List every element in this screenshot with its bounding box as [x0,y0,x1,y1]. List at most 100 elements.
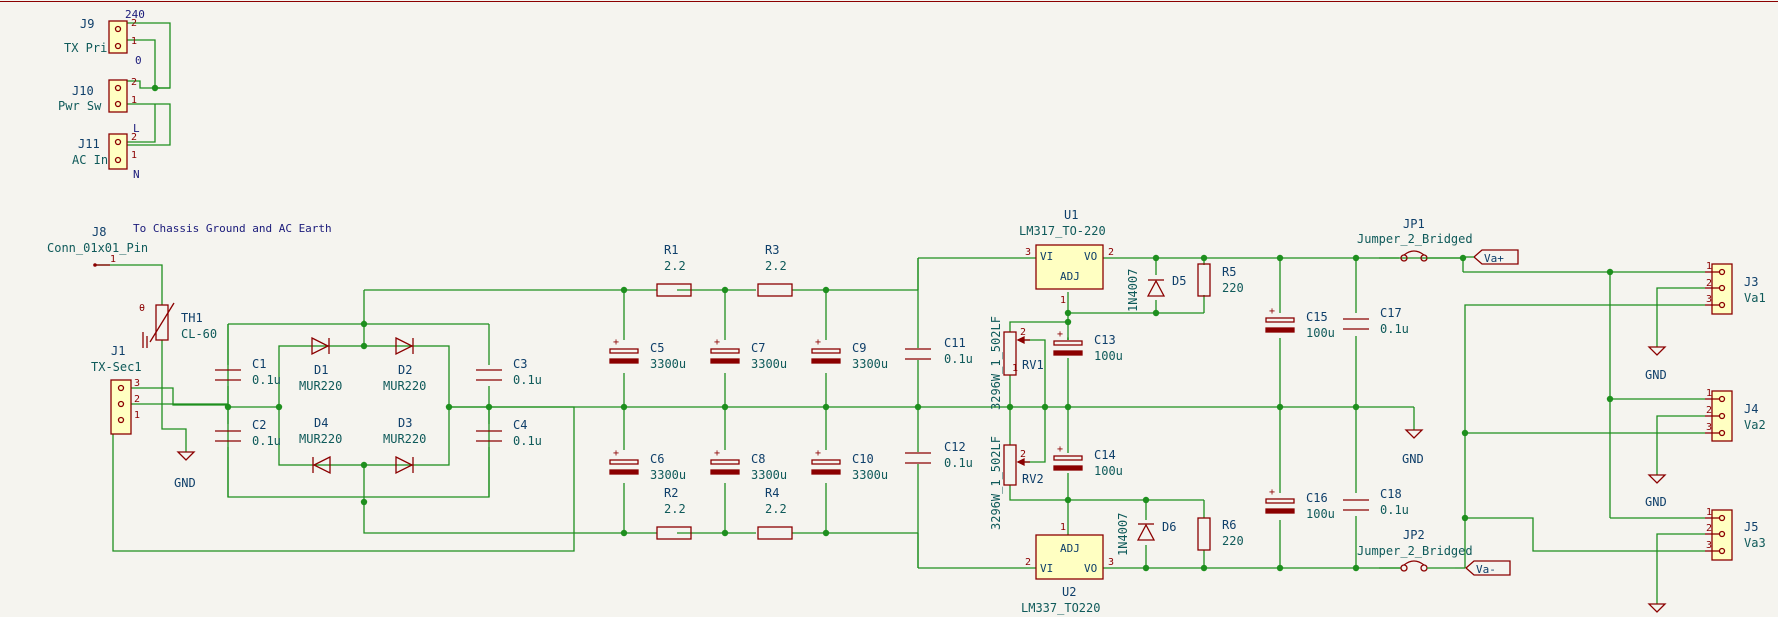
resistor-r2[interactable]: R22.2 [656,486,692,540]
j5-value: Va3 [1744,536,1766,550]
connector-j1[interactable]: 3 2 1 J1 TX-Sec1 [91,344,142,435]
rv2-value: 3296W_1_502LF [989,436,1003,530]
gnd-symbol: GND [174,451,196,490]
net-l: L [133,122,140,135]
gnd-label: GND [1645,495,1667,509]
rv1-value: 3296W_1_502LF [989,316,1003,410]
cap-c12[interactable]: C12 0.1u [905,440,973,470]
svg-text:1: 1 [134,410,140,421]
svg-text:Va+: Va+ [1484,252,1504,265]
plus-icon: + [613,337,619,348]
jp2-ref: JP2 [1403,528,1425,542]
svg-text:1: 1 [1706,507,1712,518]
j1-value: TX-Sec1 [91,360,142,374]
connector-j4[interactable]: 1 2 3 J4 Va2 [1705,388,1766,442]
j9-ref: J9 [80,17,94,31]
jumper-jp2[interactable]: JP2 Jumper_2_Bridged [1357,528,1473,572]
connector-j3[interactable]: 1 2 3 J3 Va1 [1705,261,1766,315]
resistor-ref: R3 [765,243,779,257]
jumper-jp1[interactable]: JP1 Jumper_2_Bridged [1357,217,1473,262]
svg-text:2: 2 [1706,405,1712,416]
j10-value: Pwr Sw [58,99,102,113]
regulator-u2[interactable]: VI VO ADJ 2 3 1 U2 LM337_TO220 [1021,522,1114,615]
resistor-r1[interactable]: R12.2 [656,243,692,297]
svg-text:1: 1 [1706,261,1712,272]
resistor-value: 2.2 [765,259,787,273]
resistor-r4[interactable]: R42.2 [757,486,793,540]
label-va-plus[interactable]: Va+ [1463,249,1519,265]
connector-j8[interactable]: 1 J8 Conn_01x01_Pin [47,225,148,267]
pot-rv1[interactable]: 2 1 RV1 3296W_1_502LF [989,316,1044,410]
diode-value: MUR220 [299,379,342,393]
svg-text:3: 3 [1706,540,1712,551]
connector-j10[interactable]: 2 1 J10 Pwr Sw [58,77,137,113]
connector-j11[interactable]: 2 1 J11 AC In L N [72,122,140,181]
cap-ref: C12 [944,440,966,454]
resistor-value: 2.2 [765,502,787,516]
cap-c4[interactable]: C40.1u [476,418,542,448]
diode-value: MUR220 [383,379,426,393]
plus-icon: + [1057,444,1063,455]
jp2-value: Jumper_2_Bridged [1357,544,1473,558]
u1-ref: U1 [1064,208,1078,222]
cap-c3[interactable]: C30.1u [476,357,542,387]
diode-ref: D5 [1172,274,1186,288]
svg-text:2: 2 [134,394,140,405]
label-va-minus[interactable]: Va- [1465,560,1511,576]
plus-icon: + [1269,487,1275,498]
plus-icon: + [1057,329,1063,340]
svg-text:2: 2 [131,132,137,143]
j11-value: AC In [72,153,108,167]
resistor-ref: R1 [664,243,678,257]
rv1-ref: RV1 [1022,358,1044,372]
svg-text:ADJ: ADJ [1060,542,1080,555]
cap-value: 3300u [852,468,888,482]
u2-ref: U2 [1062,585,1076,599]
plus-icon: + [815,448,821,459]
svg-text:2: 2 [1706,523,1712,534]
cap-c1[interactable]: C10.1u [215,357,281,387]
net-n: N [133,168,140,181]
cap-c2[interactable]: C20.1u [215,418,281,448]
diode-ref: D1 [314,363,328,377]
resistor-r3[interactable]: R32.2 [757,243,793,297]
connector-j5[interactable]: 1 2 3 J5 Va3 [1705,507,1766,561]
thermistor-th1[interactable]: θ TH1 CL-60 [139,302,217,348]
gnd-symbol [1647,603,1667,613]
j11-ref: J11 [78,137,100,151]
cap-value: 0.1u [944,456,973,470]
net-0: 0 [135,54,142,67]
svg-text:1: 1 [131,150,137,161]
connector-j9[interactable]: 2 1 J9 TX Pri 240 0 [64,8,145,67]
regulator-u1[interactable]: VI VO ADJ 3 2 1 U1 LM317_TO-220 [1019,208,1114,306]
diodes: D1MUR220D2MUR220D3MUR220D4MUR220D51N4007… [299,269,1186,556]
svg-text:2: 2 [1706,278,1712,289]
svg-text:1: 1 [1060,522,1066,533]
pot-rv2[interactable]: 2 RV2 3296W_1_502LF [989,436,1044,530]
j1-ref: J1 [111,344,125,358]
cap-value: 3300u [650,357,686,371]
